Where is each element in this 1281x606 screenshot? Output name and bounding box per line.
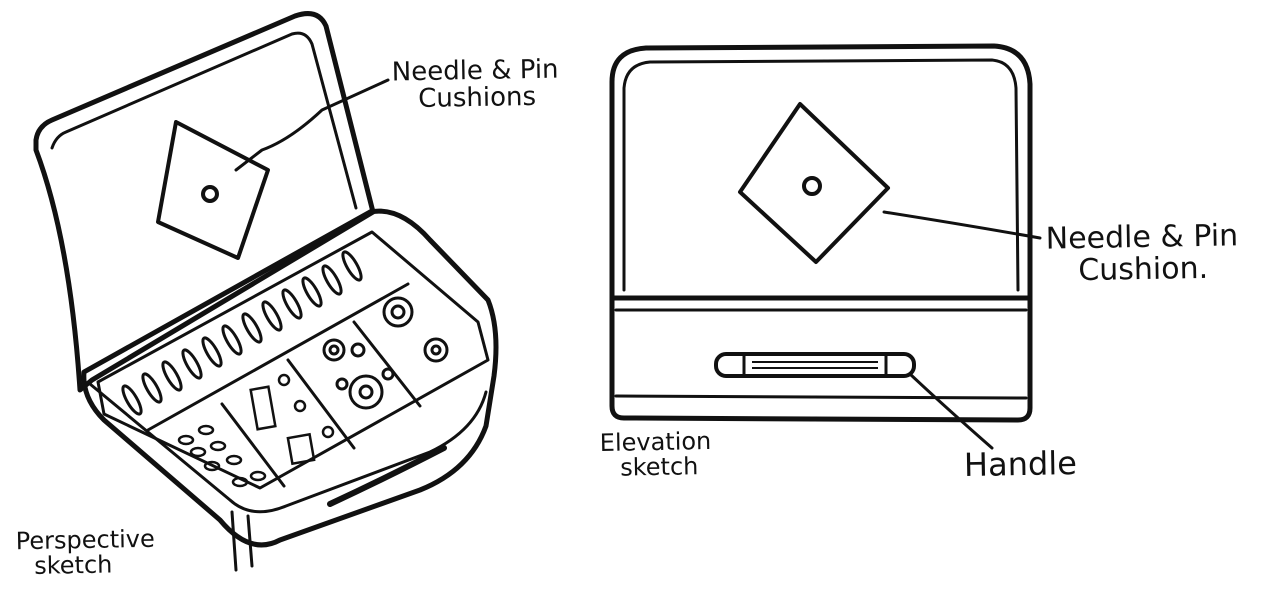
elevation-sketch [609, 43, 1033, 423]
label-elevation-needle-cushion-line2: Cushion. [1077, 250, 1209, 288]
elevation-cushion-center [802, 176, 822, 196]
elevation-lid-inner-edge [622, 58, 1020, 292]
perspective-needle-cushion [156, 120, 270, 260]
perspective-spool-slots [121, 250, 363, 416]
elevation-base-bottom-line [614, 394, 1028, 400]
perspective-tray-outline [96, 230, 490, 490]
perspective-cushion-center [201, 185, 219, 203]
perspective-tray-divider-3 [352, 320, 422, 408]
perspective-small-items [177, 373, 335, 488]
label-handle: Handle [963, 444, 1078, 484]
elevation-base-outline [609, 295, 1033, 423]
elevation-needle-cushion [738, 102, 890, 264]
label-elevation-needle-cushion: Needle & Pin Cushion. [1045, 218, 1239, 288]
perspective-base-outline [81, 208, 499, 548]
label-perspective-caption-line2: sketch [33, 550, 113, 581]
perspective-base-rim [88, 382, 488, 514]
perspective-sketch [33, 11, 499, 572]
leader-perspective-cushion [234, 78, 390, 172]
perspective-tray-divider-long [146, 282, 410, 432]
perspective-lid-outline [33, 11, 376, 393]
perspective-handle [327, 445, 447, 507]
label-elevation-caption-line2: sketch [619, 452, 699, 482]
leader-elevation-cushion [882, 210, 1042, 240]
perspective-round-items [322, 296, 449, 410]
perspective-tray-divider-1 [220, 402, 286, 488]
label-elevation-needle-cushion-line1: Needle & Pin [1045, 218, 1239, 257]
elevation-handle [714, 352, 916, 378]
label-perspective-needle-cushion-line2: Cushions [417, 82, 537, 115]
perspective-base-bottom [230, 510, 254, 572]
label-elevation-caption: Elevation sketch [600, 427, 712, 482]
leader-handle [908, 372, 994, 450]
perspective-tray-divider-2 [286, 358, 356, 450]
perspective-lid-inner-edge [50, 31, 358, 210]
label-perspective-needle-cushion: Needle & Pin Cushions [392, 55, 560, 115]
elevation-lid-outline [609, 43, 1033, 301]
label-perspective-caption: Perspective sketch [16, 525, 156, 581]
